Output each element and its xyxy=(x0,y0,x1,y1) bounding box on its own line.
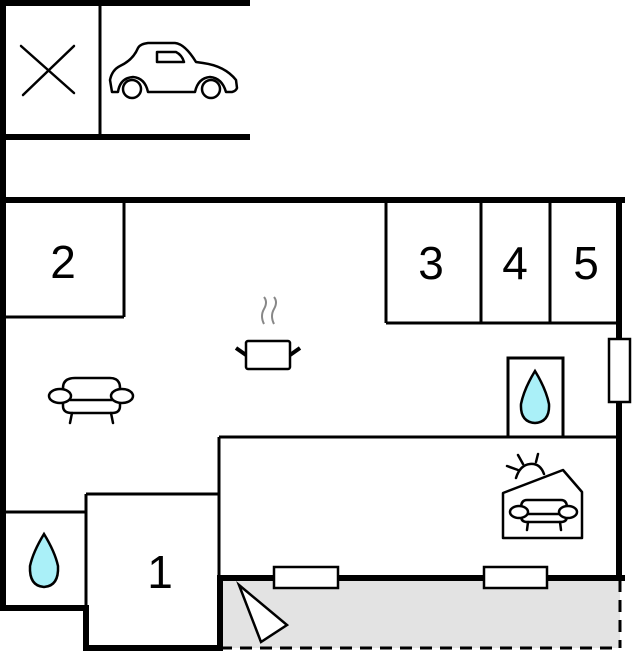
car-icon xyxy=(108,41,239,100)
water-drop-icon xyxy=(519,368,551,425)
window-south-2 xyxy=(482,565,549,590)
sunroom-sofa-icon xyxy=(501,452,584,540)
window-east xyxy=(607,337,632,404)
room-label-5: 5 xyxy=(573,237,599,289)
cross-icon xyxy=(19,44,76,97)
interior-walls xyxy=(3,200,619,608)
cooking-pot-icon xyxy=(234,296,302,371)
windows xyxy=(272,337,632,590)
garage xyxy=(0,0,250,203)
room-label-4: 4 xyxy=(502,237,528,289)
water-drop-icon xyxy=(28,531,60,589)
window-south-1 xyxy=(272,565,340,590)
terrace xyxy=(220,578,622,650)
room-label-1: 1 xyxy=(147,546,173,598)
room-label-3: 3 xyxy=(418,237,444,289)
room-label-2: 2 xyxy=(50,236,76,288)
door-swing-icon xyxy=(236,580,290,644)
sofa-icon xyxy=(47,376,135,425)
